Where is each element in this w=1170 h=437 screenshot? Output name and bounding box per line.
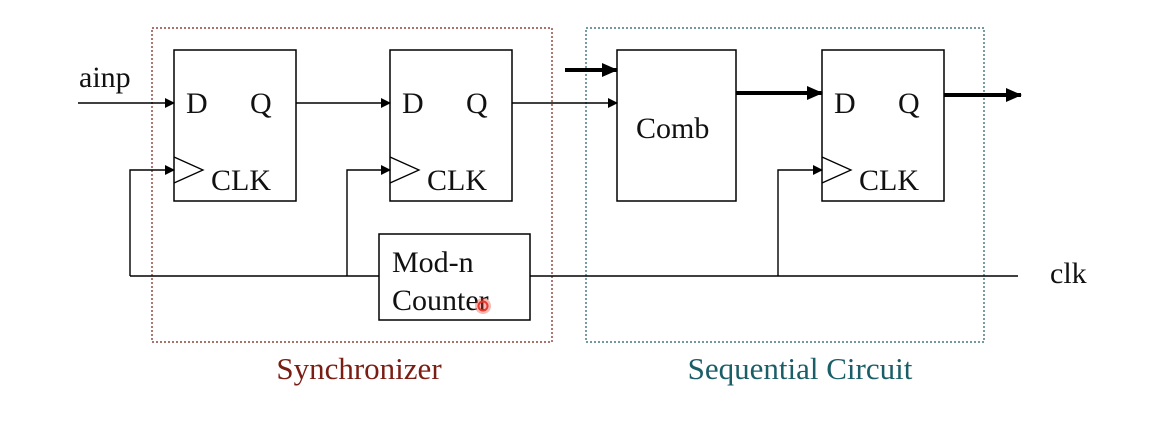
counter-label-line2: Counter	[392, 284, 489, 317]
flipflop-2: D Q CLK	[389, 49, 513, 202]
cursor-highlight	[475, 298, 491, 314]
ff2-clock-triangle-icon	[389, 156, 421, 184]
ff3-clock-triangle-icon	[821, 156, 853, 184]
flipflop-3: D Q CLK	[821, 49, 945, 202]
ff2-q-label: Q	[466, 87, 488, 120]
flipflop-1: D Q CLK	[173, 49, 297, 202]
ff3-d-label: D	[834, 87, 856, 120]
sequential-circuit-caption: Sequential Circuit	[688, 351, 913, 386]
ff1-d-label: D	[186, 87, 208, 120]
ainp-label: ainp	[79, 61, 131, 94]
clk-label: clk	[1050, 257, 1087, 290]
ff2-d-label: D	[402, 87, 424, 120]
ff1-q-label: Q	[250, 87, 272, 120]
data-wires	[78, 63, 1022, 108]
ff2-clk-label: CLK	[427, 164, 487, 197]
ff1-clk-label: CLK	[211, 164, 271, 197]
comb-block: Comb	[616, 49, 737, 202]
synchronizer-region	[151, 27, 553, 343]
clock-network	[129, 165, 1018, 277]
synchronizer-caption: Synchronizer	[276, 351, 442, 386]
counter-label-line1: Mod-n	[392, 246, 474, 279]
ff3-q-label: Q	[898, 87, 920, 120]
ff1-clock-triangle-icon	[173, 156, 205, 184]
comb-label: Comb	[636, 112, 709, 145]
mod-n-counter-block: Mod-n Counter	[378, 233, 531, 321]
ff3-clk-label: CLK	[859, 164, 919, 197]
